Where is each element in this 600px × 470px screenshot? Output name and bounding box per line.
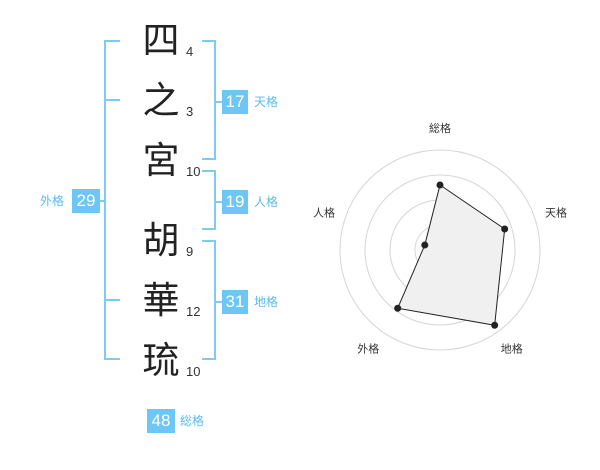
name-char-3: 宮	[142, 139, 180, 182]
jinkaku-label: 人格	[254, 195, 279, 209]
radar-point-1	[436, 181, 444, 189]
radar-axis-label-3: 地格	[501, 342, 523, 356]
gaikaku-value: 29	[72, 189, 100, 213]
name-char-1: 四	[142, 19, 180, 62]
soukaku-value: 48	[147, 409, 175, 433]
jinkaku-value: 19	[222, 190, 248, 214]
name-char-5: 華	[142, 279, 180, 322]
gaikaku-label: 外格	[40, 194, 65, 208]
stroke-count-4: 9	[186, 244, 194, 259]
radar-data-points	[394, 181, 509, 329]
soukaku-label: 総格	[180, 414, 205, 428]
stroke-count-3: 10	[186, 164, 201, 179]
name-char-4: 胡	[142, 219, 180, 262]
stroke-count-2: 3	[186, 104, 194, 119]
stroke-count-5: 12	[186, 304, 201, 319]
name-char-2: 之	[142, 79, 180, 122]
tenkaku-value: 17	[222, 90, 248, 114]
radar-ring-3	[364, 174, 516, 326]
chikaku-label: 地格	[254, 295, 279, 309]
radar-point-2	[501, 225, 509, 233]
stroke-count-6: 10	[186, 364, 201, 379]
chikaku-value: 31	[222, 290, 248, 314]
radar-axis-label-5: 人格	[313, 205, 335, 219]
radar-axis-label-2: 天格	[545, 205, 567, 219]
radar-point-5	[421, 241, 429, 249]
radar-axis-label-1: 総格	[429, 121, 451, 135]
radar-data-area	[396, 184, 506, 326]
radar-point-3	[491, 321, 499, 329]
name-char-6: 琉	[142, 339, 180, 382]
radar-ring-4	[339, 149, 541, 351]
radar-point-4	[394, 304, 402, 312]
radar-axis-label-4: 外格	[357, 342, 379, 356]
tenkaku-label: 天格	[254, 95, 279, 109]
stroke-count-1: 4	[186, 44, 194, 59]
